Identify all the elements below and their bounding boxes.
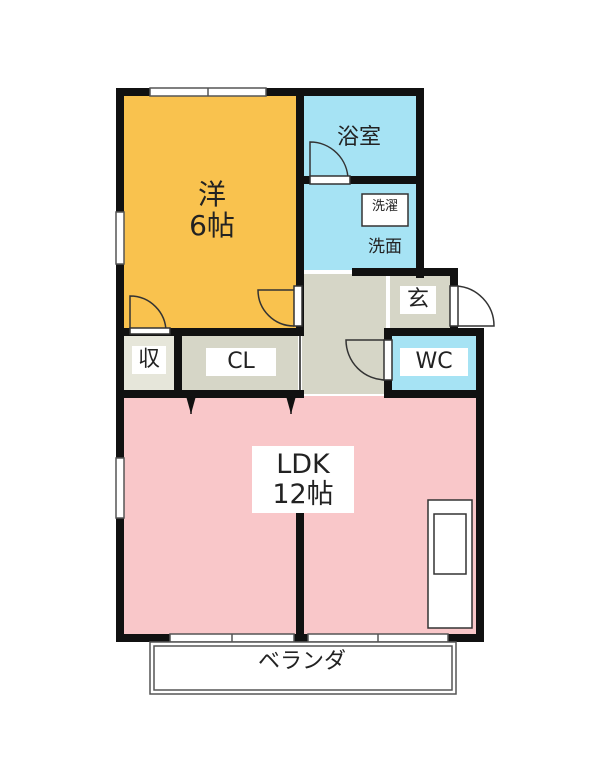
ldk-size: 12帖 [272,478,334,510]
walls [116,88,484,642]
bath-room-fill [302,96,418,178]
closet-label: CL [206,348,276,377]
ldk-label: LDK 12帖 [252,446,354,514]
doors [129,141,495,381]
western-room-fill [124,96,298,332]
veranda [149,641,457,695]
ldk-name: LDK [276,449,330,480]
washer-label: 洗濯 [371,199,398,214]
closet-markers [186,396,296,414]
storage-label: 収 [132,346,166,375]
entrance-label: 玄 [400,286,436,315]
veranda-label: ベランダ [257,649,346,674]
bath-room-label: 浴室 [336,125,381,150]
hallway-fill [302,274,386,394]
western-room-name: 洋 [197,178,226,211]
western-room-label: 洋 6帖 [172,178,252,242]
wc-label: WC [400,348,468,377]
washroom-label: 洗面 [368,237,402,257]
western-room-size: 6帖 [189,208,235,242]
washer-box [361,193,409,227]
kitchen-counter [427,499,473,629]
